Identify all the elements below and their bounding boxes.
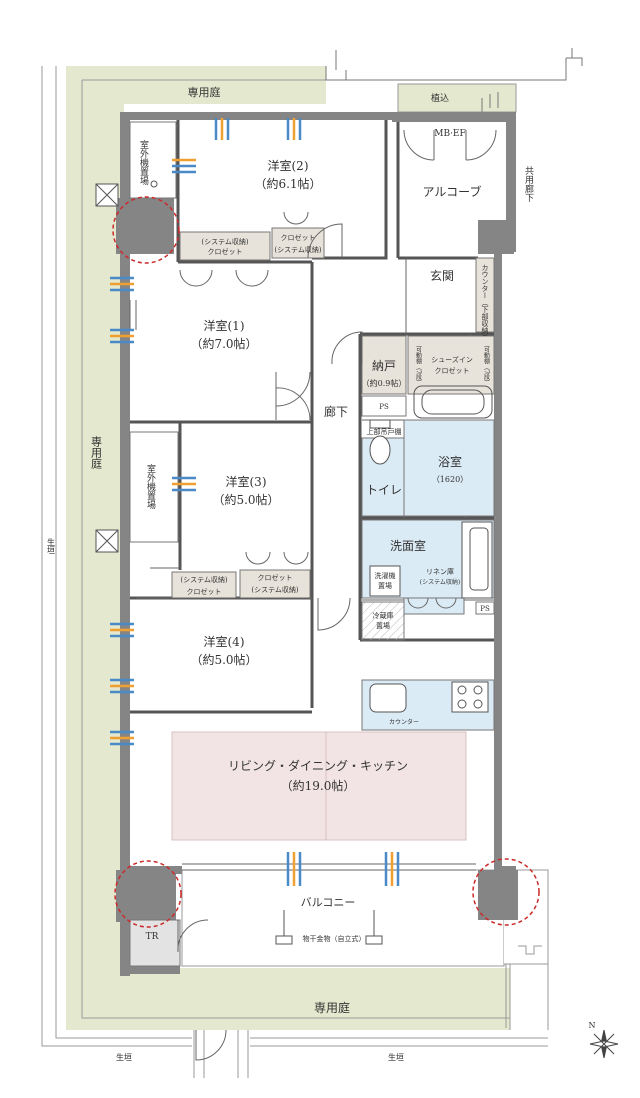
hedge-left-label: 生垣 <box>47 537 56 554</box>
bath-size-label: （1620） <box>432 475 468 484</box>
mb-ef-label: MB·EF <box>434 129 466 139</box>
doors <box>177 129 497 1061</box>
hallway-label: 廊下 <box>324 404 348 419</box>
hedge-lines <box>41 66 548 1078</box>
balcony-label: バルコニー <box>301 896 356 909</box>
shoes-in-closet-label-1: シューズイン <box>431 355 473 364</box>
movable-shelf-left-label: 可動棚（7段） <box>415 346 422 386</box>
entrance-label: 玄関 <box>430 268 454 283</box>
ldk-name: リビング・ダイニング・キッチン <box>228 758 408 773</box>
hedge-bottom-left-label: 生垣 <box>116 1052 132 1062</box>
room2-name: 洋室(2) <box>268 158 309 173</box>
room4-name: 洋室(4) <box>204 634 245 649</box>
ldk-highlight <box>171 731 467 841</box>
garden-top-label: 専用庭 <box>188 85 221 99</box>
toilet-fixture <box>369 419 391 465</box>
washroom-label: 洗面室 <box>390 538 426 553</box>
column-markers <box>112 196 540 928</box>
movable-shelf-right-label: 可動棚（7段） <box>483 346 490 386</box>
bathroom-label: 浴室 <box>438 454 462 469</box>
ldk-size: （約19.0帖） <box>281 778 356 793</box>
closet-d-label-2: (システム収納) <box>251 585 299 594</box>
room1-size: （約7.0帖） <box>190 336 257 351</box>
ps-bottom-label: PS <box>480 605 490 613</box>
garden-left-label: 専用庭 <box>90 436 103 469</box>
fridge-label-1: 冷蔵庫 <box>373 611 394 620</box>
washer-space <box>369 565 401 597</box>
airflow-indicators <box>110 118 400 886</box>
storeroom-name: 納戸 <box>372 359 396 373</box>
outdoor-unit-top-label: 室外機置場 <box>138 139 149 186</box>
storage-areas <box>171 227 495 615</box>
bathtub <box>413 385 493 419</box>
outdoor-unit-areas <box>95 121 179 553</box>
room3-name: 洋室(3) <box>226 474 267 489</box>
toilet-label: トイレ <box>366 483 402 497</box>
garden-bottom-label: 専用庭 <box>314 1000 350 1015</box>
closet-a-label-1: (システム収納) <box>201 237 249 246</box>
wash-basin <box>461 521 493 599</box>
outdoor-unit-mid-label: 室外機置場 <box>145 463 156 510</box>
washer-label-2: 置場 <box>378 581 392 590</box>
neighbor-area <box>325 48 583 113</box>
closet-b-label-2: (システム収納) <box>274 245 322 254</box>
closet-b-label-1: クロゼット <box>281 233 316 242</box>
closet-c-label-2: クロゼット <box>187 587 222 596</box>
counter-lower-storage-label: カウンター（下部収納） <box>481 264 489 341</box>
north-label: N <box>589 1021 596 1030</box>
room2-size: （約6.1帖） <box>254 176 321 191</box>
shared-corridor-label: 共用廊下 <box>523 166 534 203</box>
planting-label: 植込 <box>431 92 449 104</box>
closet-c-label-1: (システム収納) <box>180 575 228 584</box>
room1-name: 洋室(1) <box>204 318 245 333</box>
private-garden <box>66 66 510 1030</box>
closet-d-label-1: クロゼット <box>258 573 293 582</box>
north-arrow <box>589 1029 619 1059</box>
fridge-label-2: 置場 <box>376 621 390 630</box>
hedge-bottom-right-label: 生垣 <box>388 1052 404 1062</box>
clothes-hanger <box>275 910 383 945</box>
closet-a-label-2: クロゼット <box>208 247 243 256</box>
washer-label-1: 洗濯機 <box>375 571 396 580</box>
counter-label: カウンター <box>389 718 419 726</box>
linen-label-2: (システム収納) <box>420 578 461 586</box>
shoes-in-closet-label-2: クロゼット <box>435 366 470 375</box>
tr-label: TR <box>146 932 159 942</box>
windows <box>129 300 476 871</box>
upper-shelf-label: 上部吊戸棚 <box>367 427 402 436</box>
kitchen-counter <box>369 681 489 713</box>
alcove-label: アルコーブ <box>423 184 482 199</box>
room3-size: （約5.0帖） <box>212 492 279 507</box>
clothes-hanger-label: 物干金物（自立式） <box>303 934 366 943</box>
ps-top-label: PS <box>379 403 389 411</box>
room4-size: （約5.0帖） <box>190 652 257 667</box>
storeroom-size: （約0.9帖） <box>362 378 407 388</box>
linen-label-1: リネン庫 <box>426 567 454 576</box>
labels: 専用庭 専用庭 専用庭 生垣 生垣 生垣 植込 MB·EF 共用廊下 アルコーブ… <box>47 85 596 1062</box>
balcony <box>181 869 549 1030</box>
